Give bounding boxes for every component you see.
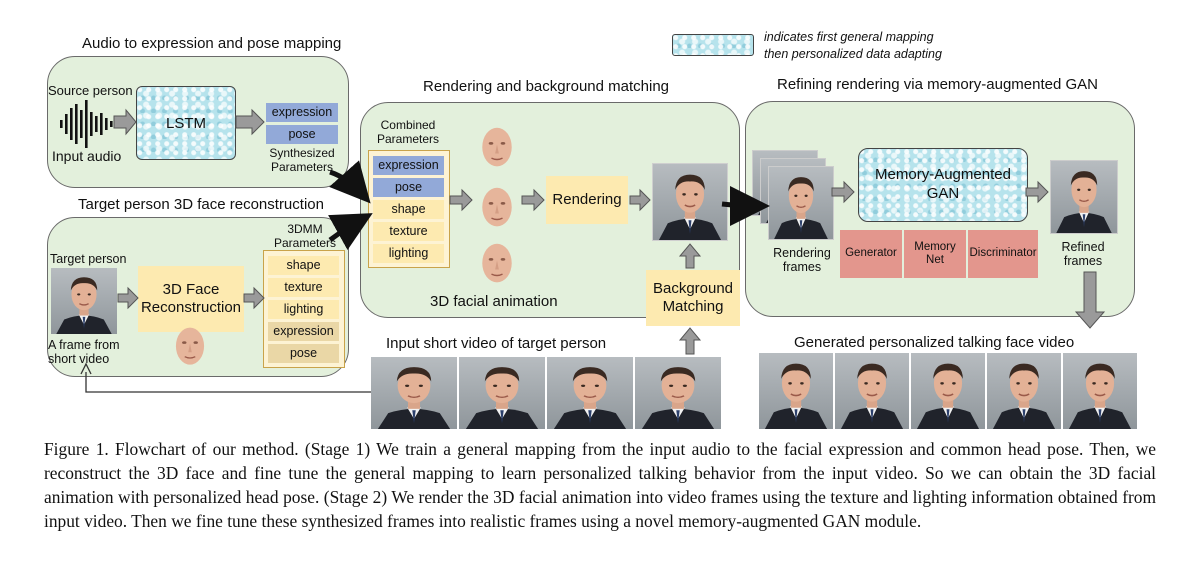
target-person-label: Target person bbox=[50, 252, 127, 266]
bg-line1: Background bbox=[652, 280, 734, 297]
target-person-frame bbox=[51, 268, 117, 334]
reconstructed-face-mesh bbox=[175, 326, 205, 366]
synth-line2: Parameters bbox=[270, 159, 334, 174]
arrow-video-to-bg bbox=[678, 327, 702, 355]
generated-frame-5 bbox=[1063, 353, 1137, 429]
input-audio-label: Input audio bbox=[52, 148, 122, 164]
recon-line1: 3D Face bbox=[162, 281, 220, 298]
input-video-title: Input short video of target person bbox=[386, 335, 607, 352]
audio-section-title: Audio to expression and pose mapping bbox=[82, 35, 342, 52]
refined-frames-label: Refined frames bbox=[1048, 240, 1118, 269]
recon-line2: Reconstruction bbox=[140, 299, 242, 316]
generated-video-title: Generated personalized talking face vide… bbox=[794, 334, 1075, 351]
3dmm-params-label: 3DMM Parameters bbox=[266, 222, 344, 251]
lstm-box: LSTM bbox=[136, 86, 236, 160]
refine-section-title: Refining rendering via memory-augmented … bbox=[777, 76, 1098, 93]
rendering-box: Rendering bbox=[546, 176, 628, 224]
legend-swatch bbox=[672, 34, 754, 56]
combined-param-expression: expression bbox=[373, 156, 444, 175]
combined-param-texture: texture bbox=[373, 222, 444, 241]
render-section-title: Rendering and background matching bbox=[423, 78, 669, 95]
3dmm-param-pose: pose bbox=[268, 344, 339, 363]
3dmm-param-expression: expression bbox=[268, 322, 339, 341]
frame-from-label: A frame from short video bbox=[48, 338, 120, 367]
generated-frame-4 bbox=[987, 353, 1061, 429]
legend-text-2: then personalized data adapting bbox=[764, 47, 942, 61]
facial-animation-label: 3D facial animation bbox=[430, 293, 558, 310]
combined-param-lighting: lighting bbox=[373, 244, 444, 263]
gan-line2: GAN bbox=[926, 185, 960, 202]
combined-param-shape: shape bbox=[373, 200, 444, 219]
background-matching-box: Background Matching bbox=[646, 270, 740, 326]
memory-line2: Net bbox=[926, 254, 944, 266]
discriminator-box: Discriminator bbox=[968, 230, 1038, 278]
source-person-label: Source person bbox=[48, 83, 133, 98]
animated-face-1 bbox=[481, 127, 513, 168]
input-video-frame-2 bbox=[459, 357, 545, 429]
rendered-frame bbox=[652, 163, 728, 241]
legend-text-1: indicates first general mapping bbox=[764, 30, 934, 44]
combined-param-pose: pose bbox=[373, 178, 444, 197]
input-video-strip bbox=[371, 357, 741, 429]
combined-line1: Combined bbox=[380, 118, 436, 132]
frame-line2: short video bbox=[48, 352, 110, 367]
combined-line2: Parameters bbox=[376, 131, 440, 146]
rendering-frames-label: Rendering frames bbox=[762, 246, 842, 275]
rendering-frames-stack-front bbox=[768, 166, 834, 240]
synth-param-expression: expression bbox=[266, 103, 338, 122]
bg-line2: Matching bbox=[662, 298, 724, 315]
3dmm-line1: 3DMM bbox=[287, 222, 323, 236]
input-video-frame-1 bbox=[371, 357, 457, 429]
3dmm-param-texture: texture bbox=[268, 278, 339, 297]
generated-frame-2 bbox=[835, 353, 909, 429]
figure-caption: Figure 1. Flowchart of our method. (Stag… bbox=[44, 439, 1156, 531]
refined-line1: Refined bbox=[1061, 240, 1105, 254]
animated-face-2 bbox=[481, 187, 513, 228]
synthesized-params-label: Synthesized Parameters bbox=[262, 146, 342, 175]
gan-line1: Memory-Augmented bbox=[875, 166, 1011, 184]
generated-frame-1 bbox=[759, 353, 833, 429]
memory-augmented-gan-box: Memory-Augmented GAN bbox=[858, 148, 1028, 222]
synth-line1: Synthesized bbox=[269, 146, 335, 160]
combined-params-label: Combined Parameters bbox=[368, 118, 448, 147]
frame-line1: A frame from bbox=[48, 338, 120, 352]
memory-line1: Memory bbox=[914, 240, 956, 253]
generated-video-strip bbox=[759, 353, 1139, 429]
3dmm-param-lighting: lighting bbox=[268, 300, 339, 319]
generator-box: Generator bbox=[840, 230, 902, 278]
animated-face-3 bbox=[481, 243, 513, 284]
synth-param-pose: pose bbox=[266, 125, 338, 144]
rf-line2: frames bbox=[782, 260, 822, 275]
generated-frame-3 bbox=[911, 353, 985, 429]
refined-frame bbox=[1050, 160, 1118, 234]
input-video-frame-4 bbox=[635, 357, 721, 429]
memory-net-box: Memory Net bbox=[904, 230, 966, 278]
input-video-frame-3 bbox=[547, 357, 633, 429]
3dmm-line2: Parameters bbox=[273, 235, 337, 250]
face-reconstruction-box: 3D Face Reconstruction bbox=[138, 266, 244, 332]
rf-line1: Rendering bbox=[773, 246, 831, 260]
3dmm-param-shape: shape bbox=[268, 256, 339, 275]
recon-section-title: Target person 3D face reconstruction bbox=[78, 196, 324, 213]
refined-line2: frames bbox=[1063, 254, 1103, 269]
